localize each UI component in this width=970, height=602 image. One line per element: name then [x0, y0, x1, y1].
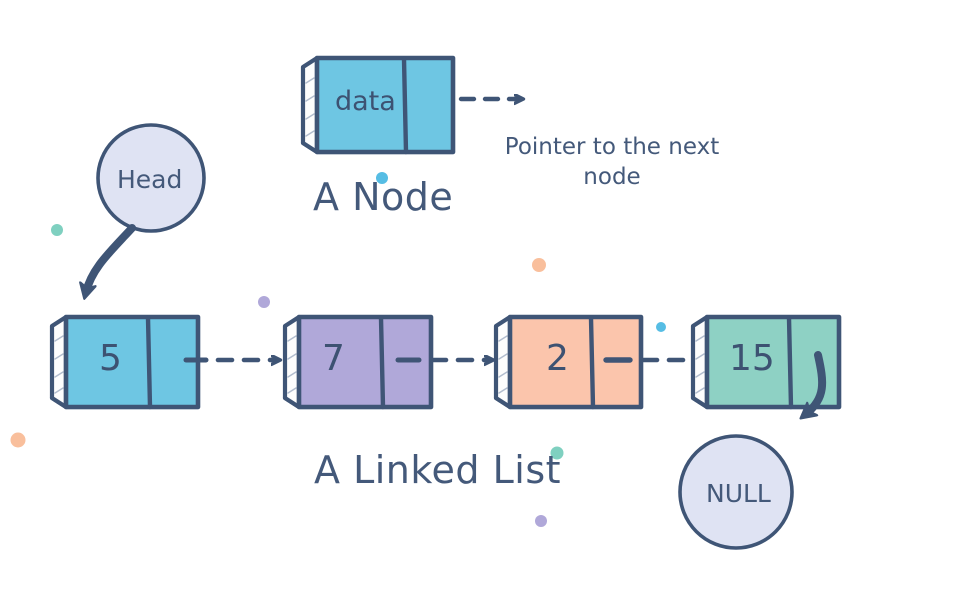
list-node-3 — [493, 314, 644, 410]
list-node-3-value: 2 — [546, 338, 569, 379]
dot-teal-bottom — [550, 446, 564, 460]
dot-purple-bottom — [535, 515, 547, 527]
list-node-1 — [49, 314, 209, 410]
head-to-first-node-arrow — [86, 224, 136, 292]
example-node-data-label: data — [335, 86, 396, 117]
linked-list-title: A Linked List — [314, 448, 562, 492]
head-circle — [96, 123, 206, 233]
node-title: A Node — [313, 175, 454, 219]
dot-orange-left — [10, 432, 26, 448]
list-node-1-value: 5 — [99, 338, 122, 379]
dot-blue-right — [656, 322, 666, 332]
last-node-to-null-arrow — [806, 351, 827, 414]
head-label: Head — [117, 165, 183, 194]
list-node-4-value: 15 — [729, 338, 775, 379]
list-node-2-value: 7 — [322, 338, 345, 379]
dot-orange-mid — [532, 258, 546, 272]
decorative-dots — [10, 172, 666, 527]
example-node-box — [300, 55, 456, 155]
dot-purple-mid — [258, 296, 270, 308]
list-node-2 — [282, 314, 434, 410]
pointer-caption: Pointer to the next node — [504, 134, 720, 190]
dot-blue-node — [376, 172, 388, 184]
null-circle — [678, 434, 794, 550]
dot-teal-left — [51, 224, 63, 236]
null-label: NULL — [706, 479, 771, 508]
